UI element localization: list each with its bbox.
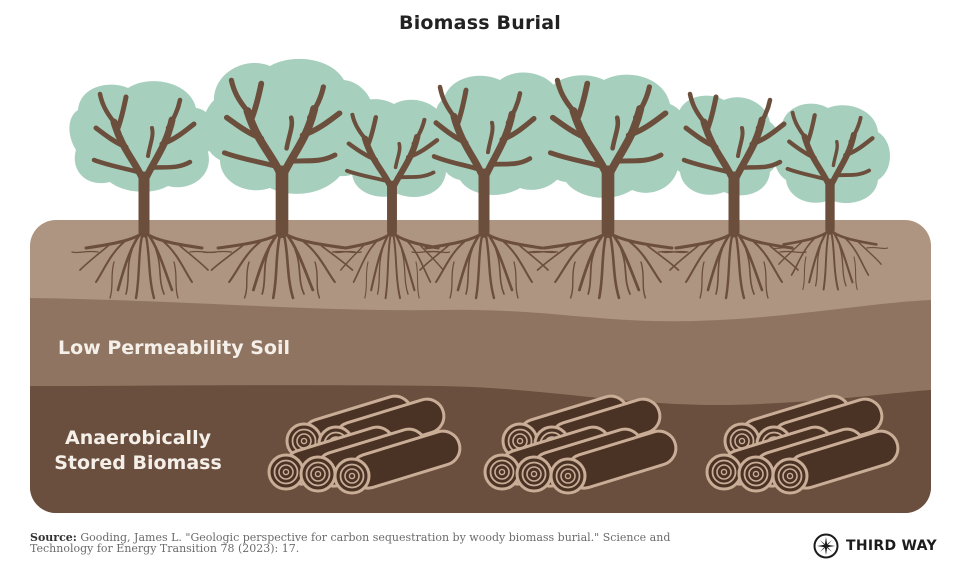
biomass-burial-diagram: Low Permeability Soil Anaerobically Stor… [30,58,931,513]
source-citation: Source: Gooding, James L. "Geologic pers… [30,532,730,554]
source-text: Gooding, James L. "Geologic perspective … [30,531,671,555]
brand-name: THIRD WAY [846,538,937,554]
source-label: Source: [30,531,77,544]
stored-biomass-label-line1: Anaerobically [65,427,211,449]
stored-biomass-label: Anaerobically Stored Biomass [52,426,224,476]
stored-biomass-label-line2: Stored Biomass [54,452,222,474]
third-way-logo: THIRD WAY [813,533,937,559]
low-permeability-soil-label: Low Permeability Soil [58,337,290,359]
diagram-title: Biomass Burial [399,12,561,34]
log-piles [269,392,902,493]
compass-star-icon [813,533,839,559]
